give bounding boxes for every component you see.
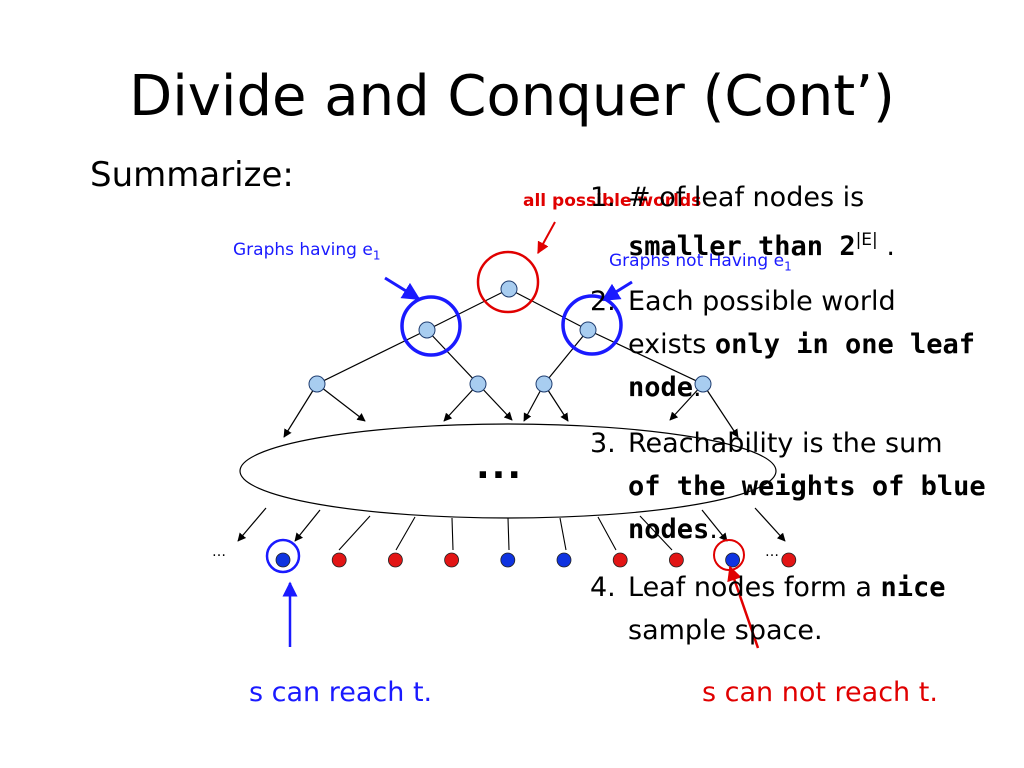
s-reach-label: s can reach t. bbox=[249, 677, 433, 708]
root-highlight-circle bbox=[476, 250, 540, 314]
root-node bbox=[500, 280, 518, 298]
all-worlds-arrow bbox=[537, 221, 556, 255]
tree-edges bbox=[316, 288, 704, 385]
point-1: 1.# of leaf nodes is smaller than 2|E| . bbox=[590, 182, 895, 262]
point-4: 4.Leaf nodes form a nice sample space. bbox=[590, 572, 946, 646]
tree-node bbox=[694, 375, 712, 393]
summarize-heading: Summarize: bbox=[90, 155, 294, 195]
left-highlight-circle bbox=[400, 295, 462, 357]
ellipsis-right: … bbox=[765, 544, 779, 560]
point-2: 2.Each possible world exists only in one… bbox=[590, 286, 976, 403]
graphs-having-label: Graphs having e1 bbox=[233, 240, 381, 263]
point-3: 3.Reachability is the sum of the weights… bbox=[590, 428, 986, 545]
leaf-node-blue bbox=[275, 552, 291, 568]
leaf-nodes bbox=[275, 552, 797, 568]
ellipsis-left: … bbox=[212, 544, 226, 560]
no-reach-arrow bbox=[727, 565, 760, 649]
right-highlight-circle bbox=[561, 294, 623, 356]
leaf-node-red bbox=[387, 552, 403, 568]
slide-title: Divide and Conquer (Cont’) bbox=[129, 64, 895, 129]
tree-node bbox=[579, 321, 597, 339]
tree-node bbox=[535, 375, 553, 393]
not-having-arrow bbox=[601, 280, 633, 302]
tree-node bbox=[308, 375, 326, 393]
leaf-node-blue bbox=[556, 552, 572, 568]
ellipsis-big: ... bbox=[476, 446, 524, 487]
graphs-not-having-label: Graphs not Having e1 bbox=[609, 251, 792, 274]
all-worlds-label: all possible worlds bbox=[523, 191, 702, 211]
leaf-node-red bbox=[612, 552, 628, 568]
having-arrow bbox=[384, 276, 421, 301]
leaf-edges bbox=[338, 515, 673, 551]
leaf-node-blue bbox=[725, 552, 740, 568]
s-not-reach-label: s can not reach t. bbox=[702, 677, 938, 708]
leaf-node-blue bbox=[500, 552, 516, 568]
tree-node bbox=[418, 321, 436, 339]
leaf-node-red bbox=[331, 552, 347, 568]
leaf-node-red bbox=[781, 552, 797, 568]
leaf-node-red bbox=[669, 552, 684, 568]
leaf-node-red bbox=[444, 552, 460, 568]
internal-nodes bbox=[308, 280, 712, 393]
tree-node bbox=[469, 375, 487, 393]
reach-leaf-circle bbox=[265, 538, 301, 574]
